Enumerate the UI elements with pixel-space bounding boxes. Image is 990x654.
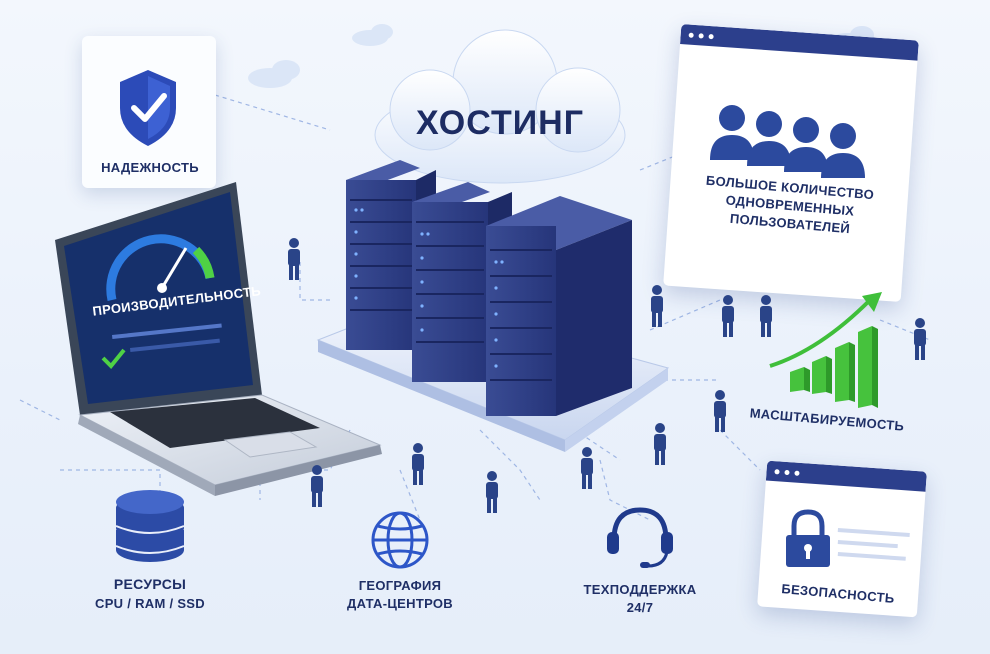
- page-title: ХОСТИНГ: [416, 104, 584, 142]
- geography-line1: ГЕОГРАФИЯ: [358, 578, 442, 593]
- resources-line1: РЕСУРСЫ: [113, 576, 187, 592]
- support-line1: ТЕХПОДДЕРЖКА: [583, 582, 697, 597]
- reliability-label: НАДЕЖНОСТЬ: [101, 160, 199, 175]
- support-line2: 24/7: [626, 600, 654, 615]
- geography-line2: ДАТА-ЦЕНТРОВ: [347, 596, 453, 611]
- resources-line2: CPU / RAM / SSD: [95, 596, 205, 611]
